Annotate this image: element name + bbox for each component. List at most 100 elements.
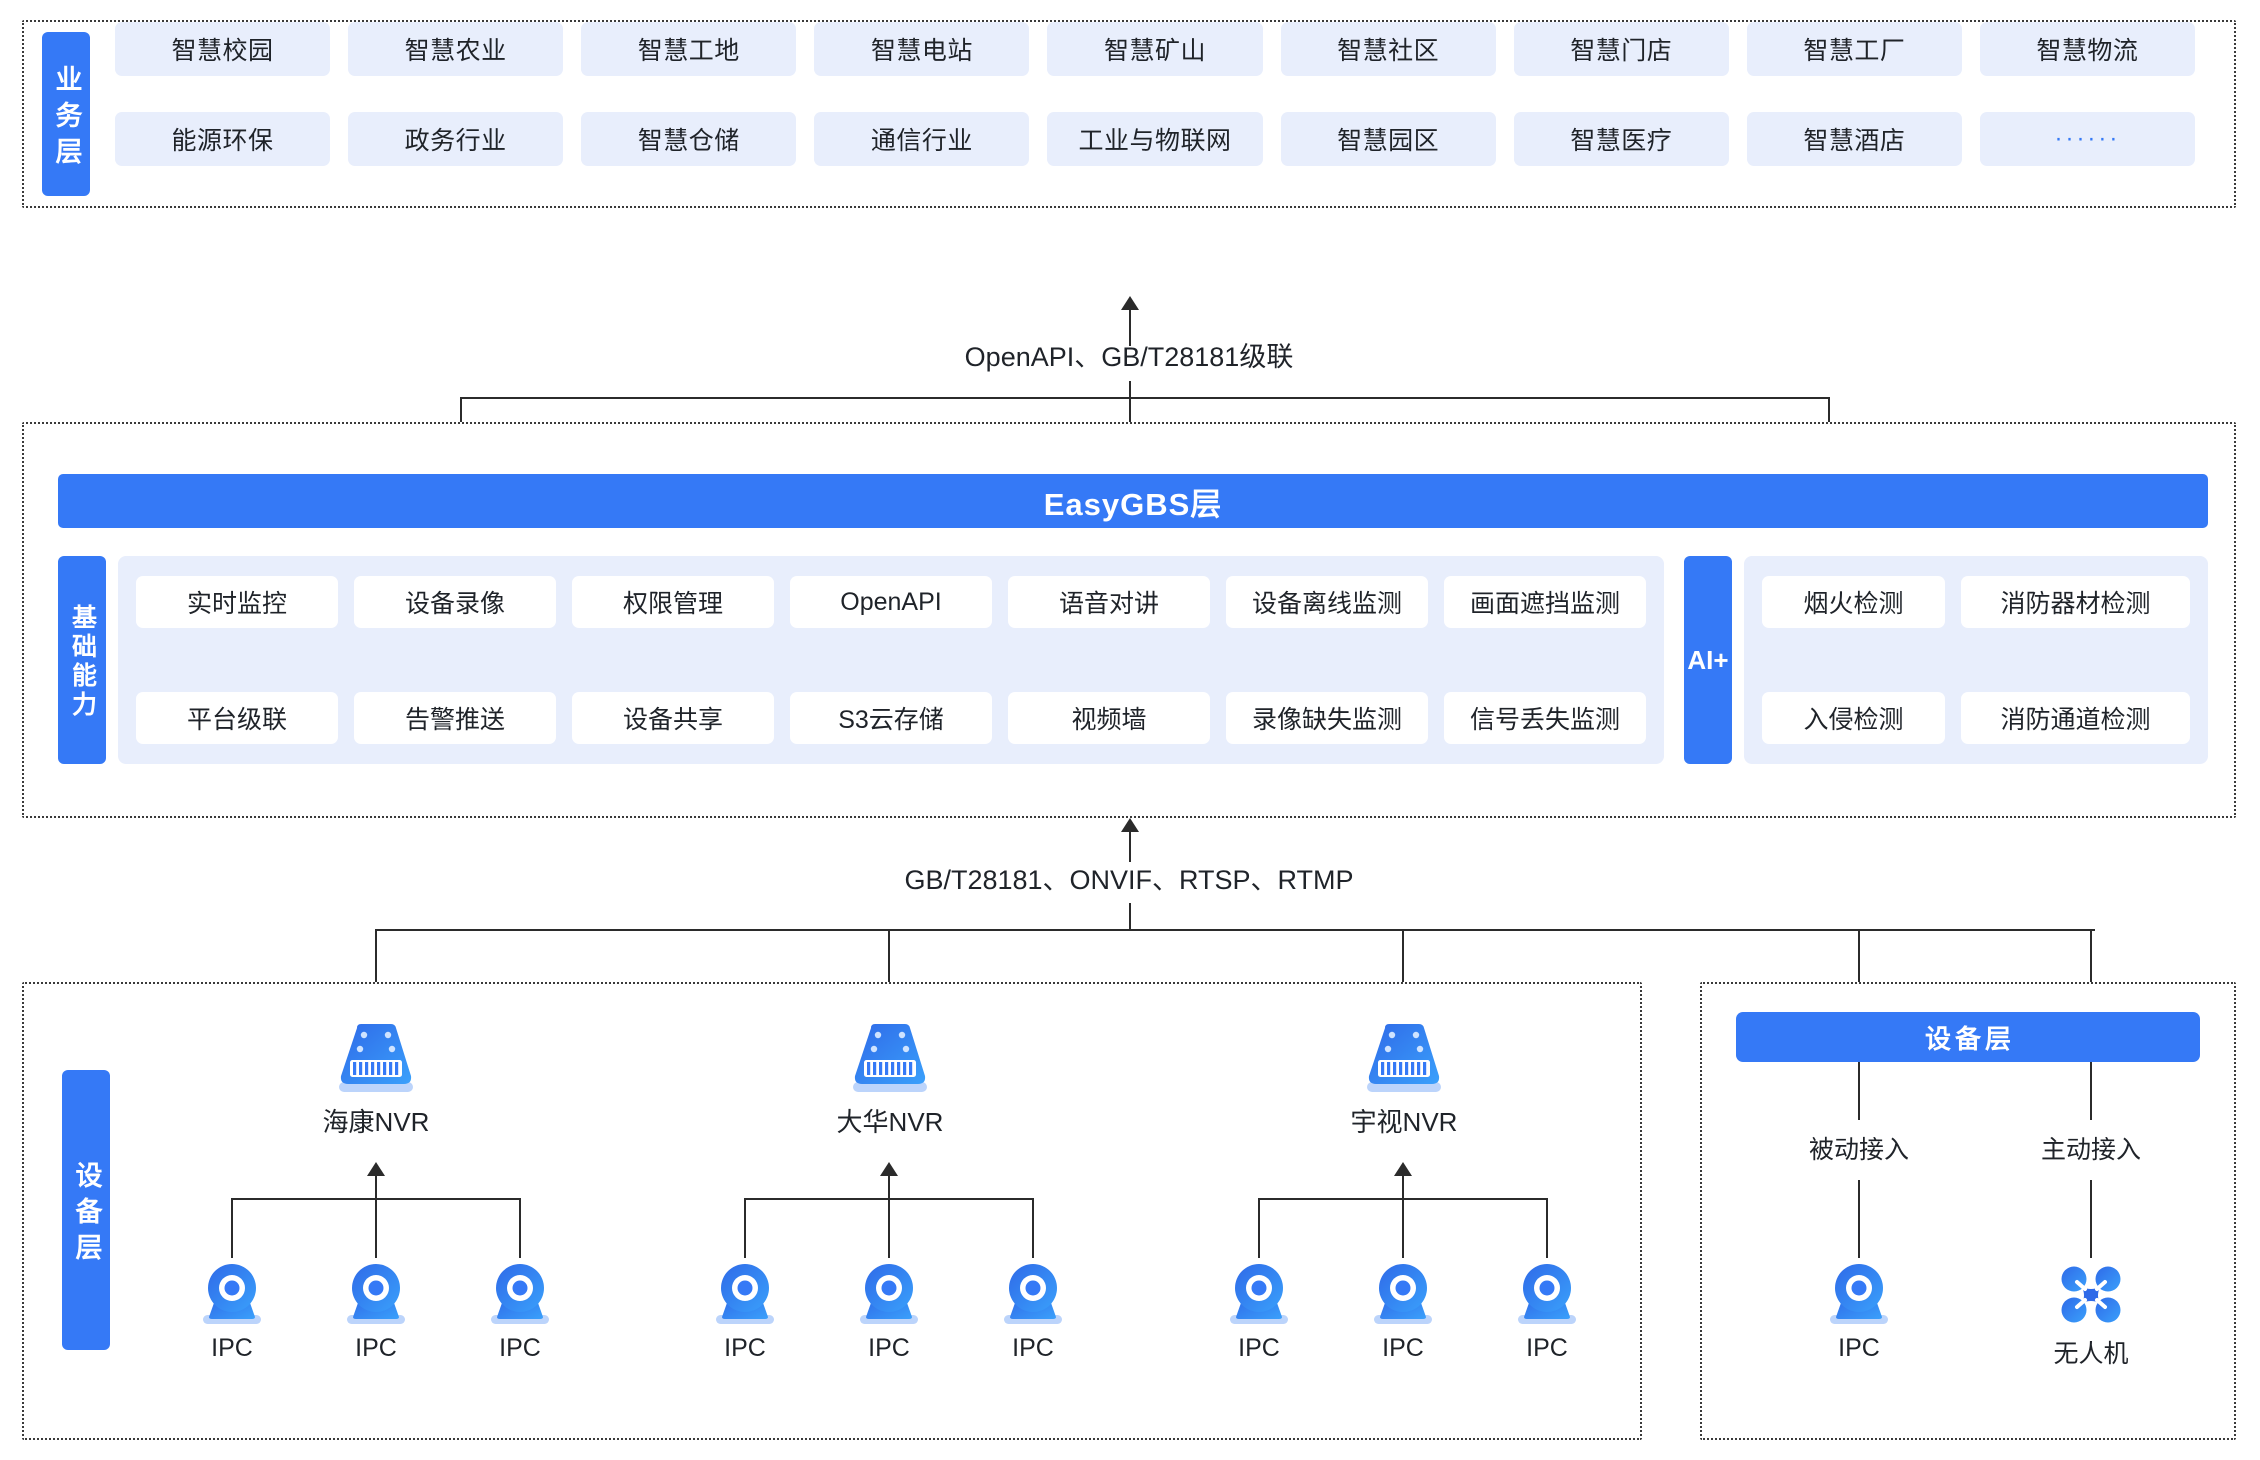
capability-chip[interactable]: 画面遮挡监测 <box>1444 576 1646 628</box>
ipc-label: IPC <box>211 1334 253 1362</box>
ai-plus-label: AI+ <box>1684 556 1732 764</box>
nvr-node[interactable]: 宇视NVR <box>1334 1022 1474 1139</box>
connector-branch <box>375 1198 377 1258</box>
business-chip[interactable]: 智慧酒店 <box>1746 112 1962 166</box>
business-chip[interactable]: 智慧门店 <box>1513 22 1729 76</box>
business-chip[interactable]: 智慧医疗 <box>1513 112 1729 166</box>
connector-branch <box>744 1198 746 1258</box>
connector-branch <box>1858 929 1860 1012</box>
connector-line <box>888 1176 890 1200</box>
device-layer-title-bar[interactable]: 设备层 <box>1736 1012 2200 1062</box>
business-layer-grid: 智慧校园 智慧农业 智慧工地 智慧电站 智慧矿山 智慧社区 智慧门店 智慧工厂 … <box>115 22 2195 166</box>
connector-branch <box>888 1198 890 1258</box>
ai-capability-grid: 烟火检测 消防器材检测 入侵检测 消防通道检测 <box>1762 576 2190 744</box>
business-chip[interactable]: 工业与物联网 <box>1047 112 1263 166</box>
business-chip[interactable]: 智慧仓储 <box>581 112 797 166</box>
connector-arrow-up <box>880 1162 898 1176</box>
connector-branch <box>1858 1062 1860 1120</box>
business-chip[interactable]: 能源环保 <box>115 112 331 166</box>
easygbs-layer-bar[interactable]: EasyGBS层 <box>58 474 2208 528</box>
business-chip[interactable]: 智慧园区 <box>1280 112 1496 166</box>
capability-chip[interactable]: 实时监控 <box>136 576 338 628</box>
business-chip[interactable]: 智慧工厂 <box>1746 22 1962 76</box>
connector-bus <box>460 397 1830 399</box>
ipc-label: IPC <box>1526 1334 1568 1362</box>
capability-chip[interactable]: 平台级联 <box>136 692 338 744</box>
connector-branch <box>1402 929 1404 1002</box>
connector-branch <box>2090 929 2092 1012</box>
device-layer-label: 设备层 <box>62 1070 110 1350</box>
ipc-camera-icon <box>1511 1262 1583 1328</box>
ipc-node[interactable]: IPC <box>1789 1262 1929 1363</box>
connector-line <box>1129 903 1131 931</box>
connector-line <box>1402 1176 1404 1200</box>
ai-capability-chip[interactable]: 消防器材检测 <box>1961 576 2190 628</box>
ai-capability-chip[interactable]: 入侵检测 <box>1762 692 1946 744</box>
connector-branch <box>888 929 890 1002</box>
business-chip-more[interactable]: ······ <box>1979 112 2195 166</box>
capability-chip[interactable]: 语音对讲 <box>1008 576 1210 628</box>
capability-chip[interactable]: 告警推送 <box>354 692 556 744</box>
business-chip[interactable]: 智慧物流 <box>1979 22 2195 76</box>
ipc-node[interactable]: IPC <box>1189 1262 1329 1363</box>
connector-branch <box>1546 1198 1548 1258</box>
capability-chip[interactable]: OpenAPI <box>790 576 992 628</box>
business-chip[interactable]: 智慧工地 <box>581 22 797 76</box>
business-chip[interactable]: 智慧电站 <box>814 22 1030 76</box>
ipc-camera-icon <box>709 1262 781 1328</box>
business-chip[interactable]: 智慧农业 <box>348 22 564 76</box>
drone-node[interactable]: 无人机 <box>2021 1262 2161 1370</box>
ipc-camera-icon <box>853 1262 925 1328</box>
drone-icon <box>2055 1262 2127 1328</box>
ipc-node[interactable]: IPC <box>306 1262 446 1363</box>
ipc-node[interactable]: IPC <box>450 1262 590 1363</box>
business-chip[interactable]: 通信行业 <box>814 112 1030 166</box>
ipc-camera-icon <box>1367 1262 1439 1328</box>
business-chip[interactable]: 政务行业 <box>348 112 564 166</box>
nvr-icon <box>847 1022 933 1096</box>
nvr-icon <box>333 1022 419 1096</box>
ai-capability-chip[interactable]: 消防通道检测 <box>1961 692 2190 744</box>
capability-chip[interactable]: 视频墙 <box>1008 692 1210 744</box>
ipc-node[interactable]: IPC <box>675 1262 815 1363</box>
capability-chip[interactable]: 设备录像 <box>354 576 556 628</box>
connector-branch <box>1858 1180 1860 1258</box>
business-chip[interactable]: 智慧校园 <box>115 22 331 76</box>
capability-chip[interactable]: 设备共享 <box>572 692 774 744</box>
ipc-node[interactable]: IPC <box>162 1262 302 1363</box>
ipc-label: IPC <box>868 1334 910 1362</box>
connector-top-label: OpenAPI、GB/T28181级联 <box>964 342 1294 372</box>
capability-chip[interactable]: 录像缺失监测 <box>1226 692 1428 744</box>
connector-line <box>1129 832 1131 862</box>
ipc-label: IPC <box>1382 1334 1424 1362</box>
connector-branch <box>375 929 377 1002</box>
passive-access-label: 被动接入 <box>1808 1136 1909 1164</box>
ipc-node[interactable]: IPC <box>1333 1262 1473 1363</box>
connector-arrow-up <box>1121 818 1139 832</box>
ipc-node[interactable]: IPC <box>819 1262 959 1363</box>
capability-chip[interactable]: 设备离线监测 <box>1226 576 1428 628</box>
ipc-node[interactable]: IPC <box>1477 1262 1617 1363</box>
connector-branch <box>1258 1198 1260 1258</box>
capability-chip[interactable]: S3云存储 <box>790 692 992 744</box>
ipc-label: IPC <box>355 1334 397 1362</box>
connector-bus <box>375 929 2095 931</box>
connector-line <box>1129 381 1131 422</box>
connector-branch <box>519 1198 521 1258</box>
ipc-label: IPC <box>1012 1334 1054 1362</box>
capability-grid: 实时监控 设备录像 权限管理 OpenAPI 语音对讲 设备离线监测 画面遮挡监… <box>136 576 1646 744</box>
nvr-node[interactable]: 海康NVR <box>306 1022 446 1139</box>
ai-capability-chip[interactable]: 烟火检测 <box>1762 576 1946 628</box>
ipc-node[interactable]: IPC <box>963 1262 1103 1363</box>
capability-layer-label: 基础能力 <box>58 556 106 764</box>
business-chip[interactable]: 智慧矿山 <box>1047 22 1263 76</box>
business-chip[interactable]: 智慧社区 <box>1280 22 1496 76</box>
ipc-camera-icon <box>340 1262 412 1328</box>
ipc-label: IPC <box>1838 1334 1880 1362</box>
capability-chip[interactable]: 权限管理 <box>572 576 774 628</box>
business-layer-label: 业务层 <box>42 32 90 196</box>
nvr-node[interactable]: 大华NVR <box>820 1022 960 1139</box>
connector-branch <box>1032 1198 1034 1258</box>
capability-chip[interactable]: 信号丢失监测 <box>1444 692 1646 744</box>
